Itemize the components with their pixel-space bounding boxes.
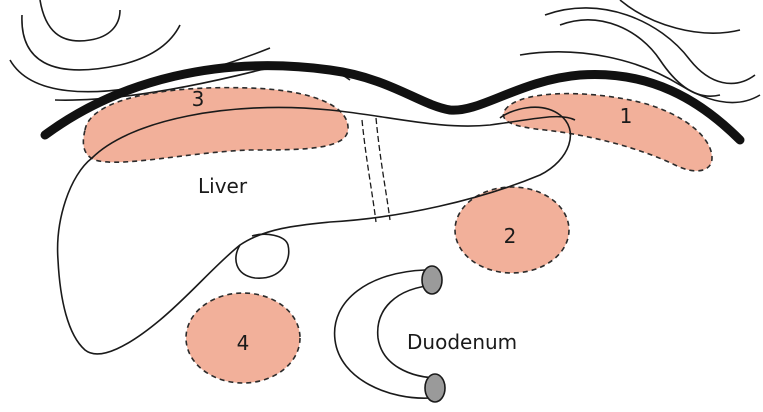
duodenum-lower-opening xyxy=(425,374,445,402)
gallbladder-outline xyxy=(236,234,289,278)
region-3-shape xyxy=(83,88,348,163)
falciform-ligament xyxy=(362,118,390,222)
duodenum-label: Duodenum xyxy=(407,330,517,354)
region-3-label: 3 xyxy=(192,87,205,111)
region-1-shape xyxy=(503,94,712,171)
liver-label: Liver xyxy=(198,174,248,198)
region-1-label: 1 xyxy=(620,104,633,128)
right-contour-lines xyxy=(520,0,760,102)
left-contour-lines xyxy=(10,0,350,100)
duodenum-upper-opening xyxy=(422,266,442,294)
region-2-label: 2 xyxy=(504,224,517,248)
region-4-label: 4 xyxy=(237,331,250,355)
